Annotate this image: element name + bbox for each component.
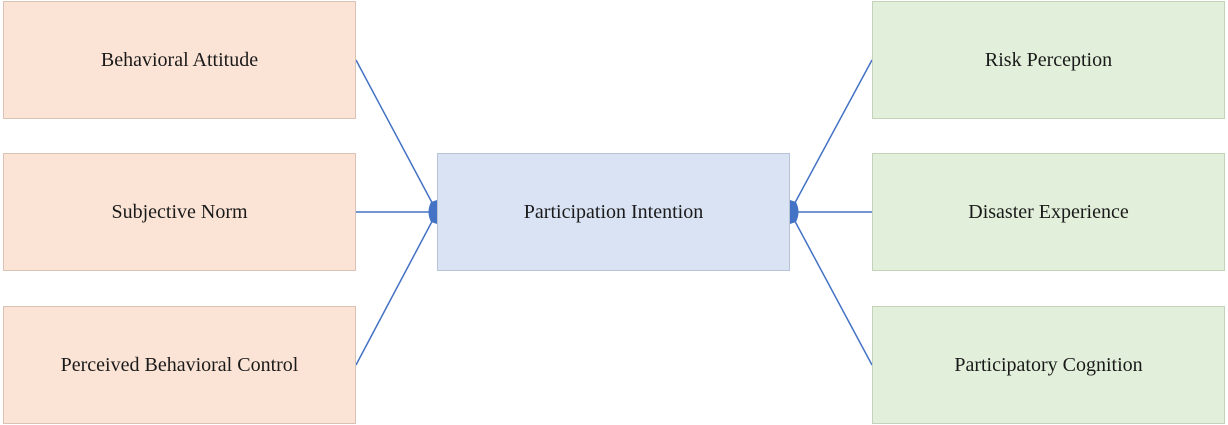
connector-risk-perception <box>789 59 873 213</box>
node-label: Participatory Cognition <box>954 353 1143 376</box>
right-arrowhead-icon <box>790 200 799 224</box>
node-label: Disaster Experience <box>968 200 1129 223</box>
node-perceived-behavioral-control: Perceived Behavioral Control <box>3 306 356 424</box>
node-risk-perception: Risk Perception <box>872 1 1225 119</box>
node-label: Risk Perception <box>984 48 1113 71</box>
node-label: Behavioral Attitude <box>100 48 259 71</box>
left-arrowhead-icon <box>428 200 437 224</box>
node-label: Perceived Behavioral Control <box>60 353 299 376</box>
connector-perceived-behavioral-control <box>355 211 438 366</box>
node-behavioral-attitude: Behavioral Attitude <box>3 1 356 119</box>
node-label: Subjective Norm <box>111 200 248 223</box>
node-disaster-experience: Disaster Experience <box>872 153 1225 271</box>
node-subjective-norm: Subjective Norm <box>3 153 356 271</box>
connector-behavioral-attitude <box>355 59 438 213</box>
node-label: Participation Intention <box>523 200 704 223</box>
connector-participatory-cognition <box>789 211 873 366</box>
node-participatory-cognition: Participatory Cognition <box>872 306 1225 424</box>
node-participation-intention: Participation Intention <box>437 153 790 271</box>
